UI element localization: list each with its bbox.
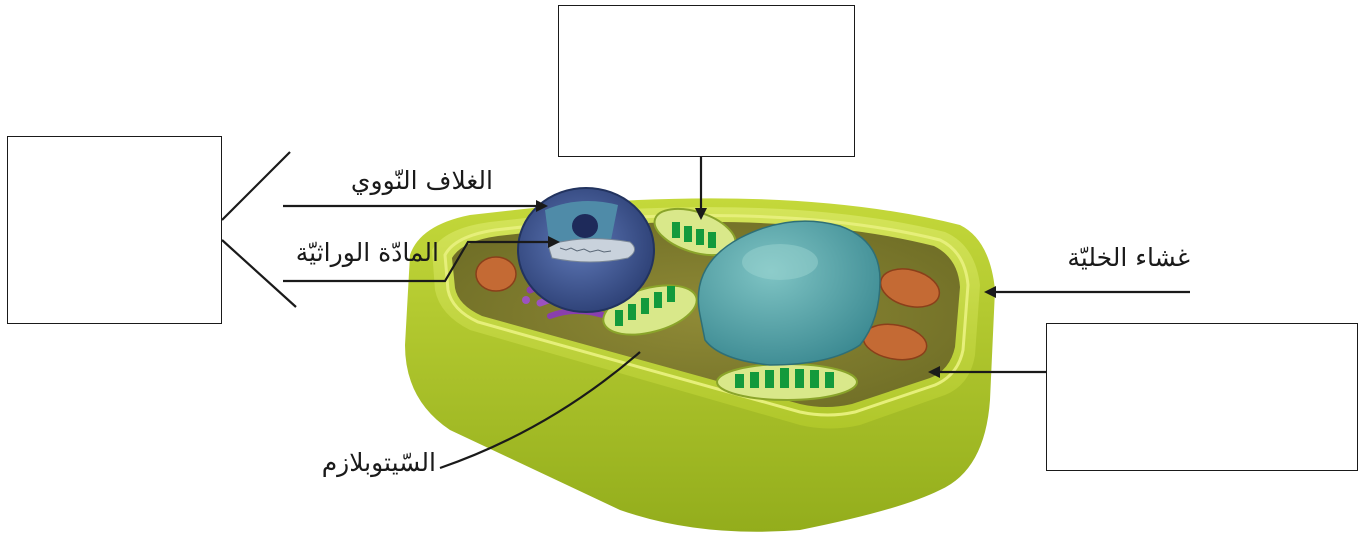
- label-cytoplasm: السّيتوبلازم: [296, 450, 436, 475]
- chromatin-plate: [548, 239, 635, 262]
- answer-box-cell-wall[interactable]: [1046, 323, 1358, 471]
- chloroplast-bottom: [717, 364, 857, 400]
- answer-box-nucleus[interactable]: [7, 136, 222, 324]
- label-genetic-material: المادّة الوراثيّة: [274, 240, 439, 265]
- mitochondrion-left: [476, 257, 516, 291]
- nucleolus: [572, 214, 598, 238]
- vacuole-highlight: [742, 244, 818, 280]
- answer-box-chloroplast[interactable]: [558, 5, 855, 157]
- label-cell-membrane: غشاء الخليّة: [1030, 245, 1190, 270]
- label-nuclear-envelope: الغلاف النّووي: [283, 168, 493, 193]
